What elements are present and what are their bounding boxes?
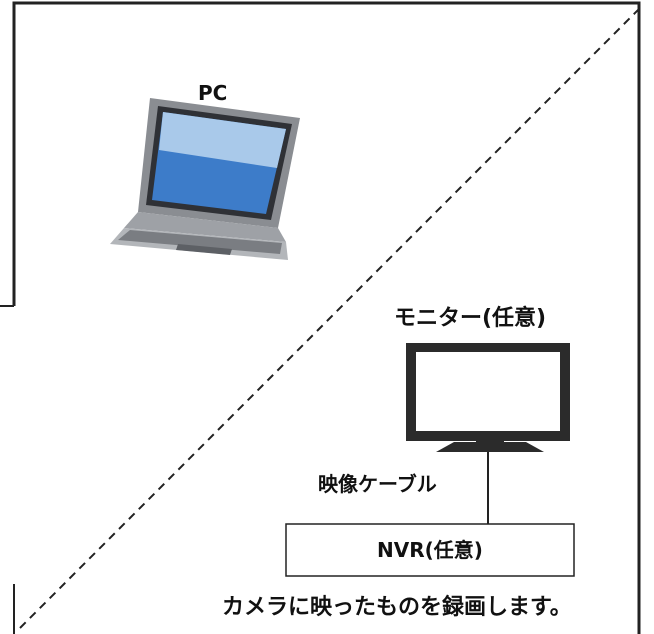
recording-caption: カメラに映ったものを録画します。 [222, 595, 572, 620]
pc-label: PC [198, 81, 228, 105]
monitor-icon [406, 343, 570, 452]
outer-border [12, 1, 641, 634]
nvr-box [285, 523, 575, 577]
nvr-label: NVR(任意) [377, 538, 483, 562]
diagonal-divider [19, 7, 641, 629]
monitor-label: モニター(任意) [394, 306, 547, 331]
laptop-icon [110, 98, 300, 260]
video-cable-label: 映像ケーブル [318, 472, 437, 496]
